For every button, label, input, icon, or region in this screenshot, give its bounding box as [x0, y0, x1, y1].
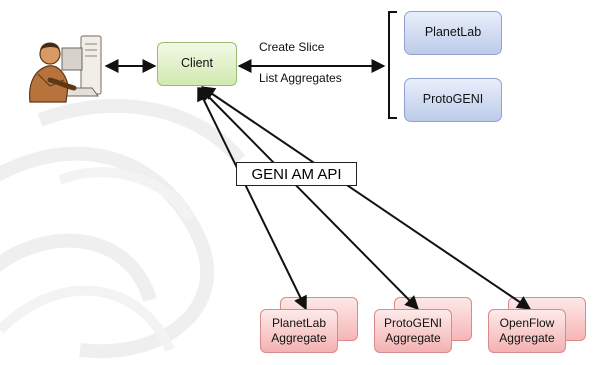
person-at-computer-icon: [29, 35, 102, 103]
openflow-aggregate-node: OpenFlow Aggregate: [488, 309, 566, 353]
planetlab-aggregate-node: PlanetLab Aggregate: [260, 309, 338, 353]
protogeni-aggregate-node: ProtoGENI Aggregate: [374, 309, 452, 353]
geni-am-api-label: GENI AM API: [236, 162, 357, 186]
client-node: Client: [157, 42, 237, 86]
client-protogeni-aggregate-arrow: [199, 87, 419, 310]
registry-bracket: [388, 11, 397, 119]
protogeni-registry-node: ProtoGENI: [404, 78, 502, 122]
planetlab-registry-node: PlanetLab: [404, 11, 502, 55]
create-slice-label: Create Slice: [259, 40, 325, 54]
client-openflow-aggregate-arrow: [200, 86, 532, 310]
list-aggregates-label: List Aggregates: [259, 71, 342, 85]
